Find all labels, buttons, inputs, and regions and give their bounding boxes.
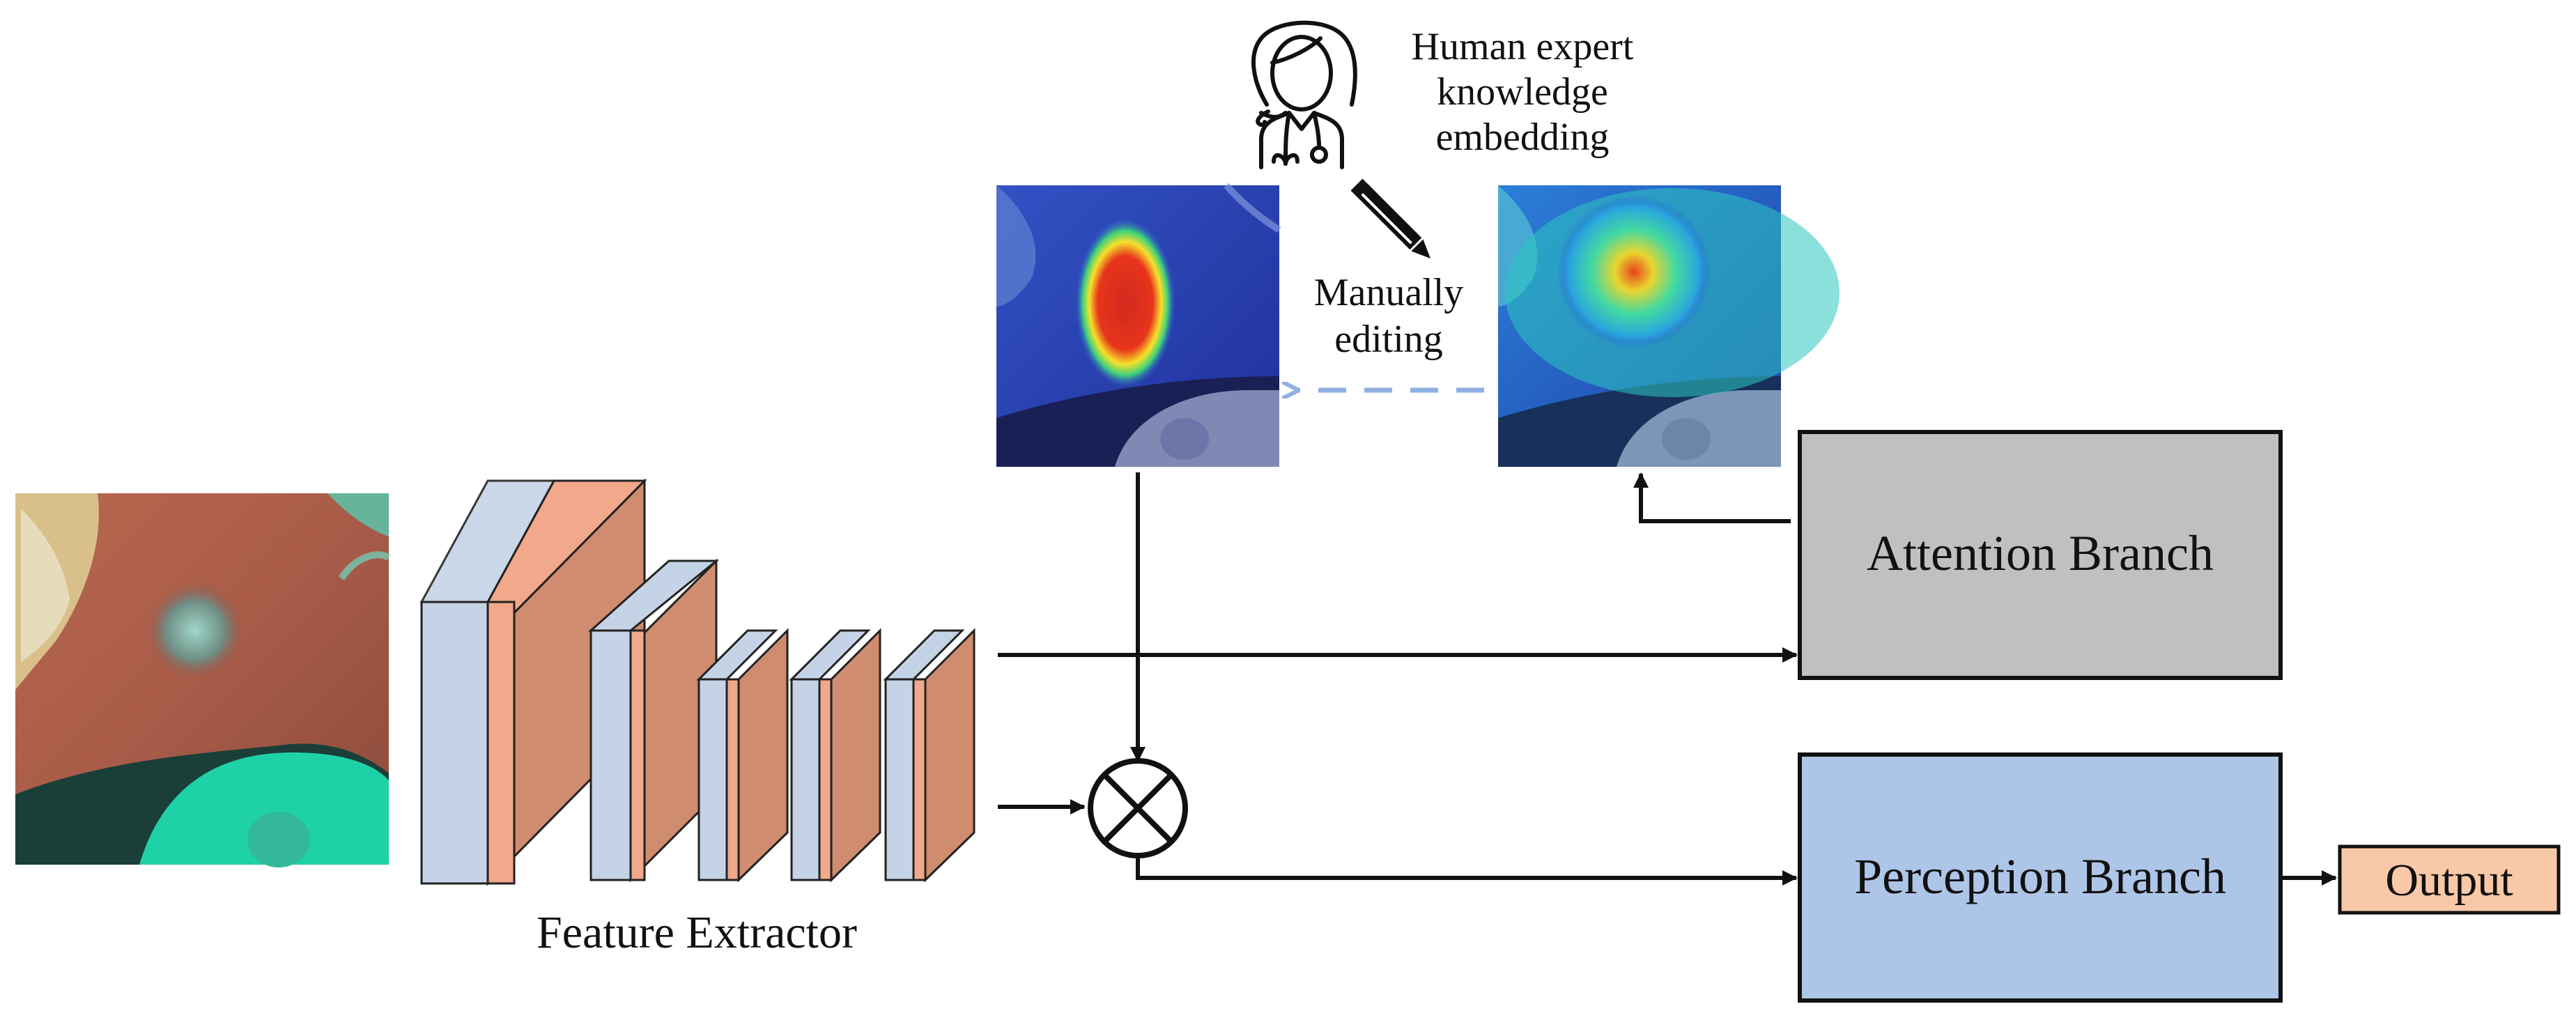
feature-layer-3 xyxy=(696,628,789,883)
original-attention-map xyxy=(1498,185,1840,467)
feature-layer-1 xyxy=(419,478,647,886)
attention-branch-box: Attention Branch xyxy=(1798,430,2283,680)
manually-editing-label-line1: Manually xyxy=(1314,271,1464,314)
feature-layer-4 xyxy=(789,628,881,883)
feature-extractor: Feature Extractor xyxy=(419,478,975,958)
attention-branch-label: Attention Branch xyxy=(1867,525,2214,581)
manually-editing-label-line2: editing xyxy=(1334,318,1443,361)
feature-extractor-label: Feature Extractor xyxy=(537,907,857,958)
feature-layer-2 xyxy=(588,558,720,883)
pencil-icon xyxy=(1350,178,1431,259)
connectors xyxy=(998,472,2337,886)
perception-branch-box: Perception Branch xyxy=(1798,752,2283,1003)
elementwise-multiply-icon xyxy=(1088,758,1188,858)
human-expert-label-line1: Human expert xyxy=(1412,25,1634,68)
input-image xyxy=(15,493,391,867)
human-expert-label-line2: knowledge xyxy=(1437,70,1608,114)
feature-layer-5 xyxy=(883,628,975,883)
perception-branch-label: Perception Branch xyxy=(1854,849,2226,904)
human-expert-label-line3: embedding xyxy=(1436,116,1610,159)
edited-attention-map xyxy=(996,183,1281,467)
doctor-icon xyxy=(1251,20,1357,169)
output-box: Output xyxy=(2338,844,2561,915)
output-label: Output xyxy=(2385,855,2513,906)
